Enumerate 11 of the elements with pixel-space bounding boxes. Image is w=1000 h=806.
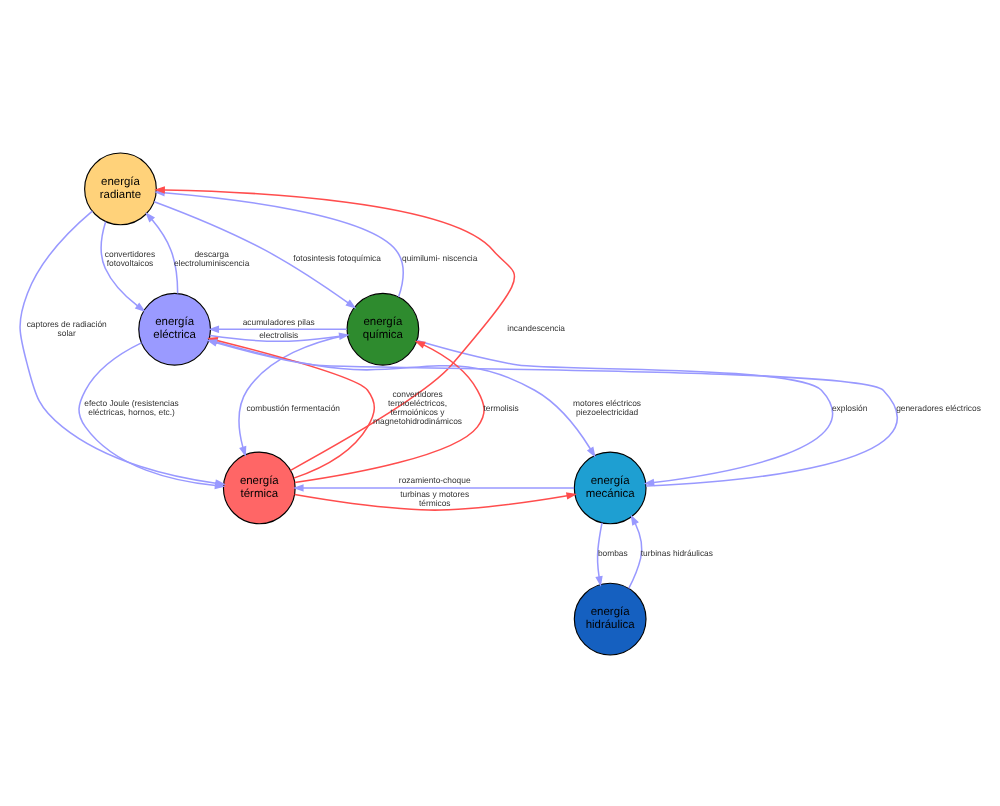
arrow: [416, 338, 834, 486]
arrow: [628, 513, 643, 589]
arrow: [208, 324, 348, 332]
arrow: [145, 210, 179, 294]
arrow: [595, 521, 603, 586]
arrow: [294, 339, 485, 483]
arrow: [292, 483, 575, 491]
arrow: [100, 219, 146, 311]
arrow: [153, 199, 357, 308]
arrow: [208, 338, 596, 457]
arrow: [293, 491, 578, 510]
